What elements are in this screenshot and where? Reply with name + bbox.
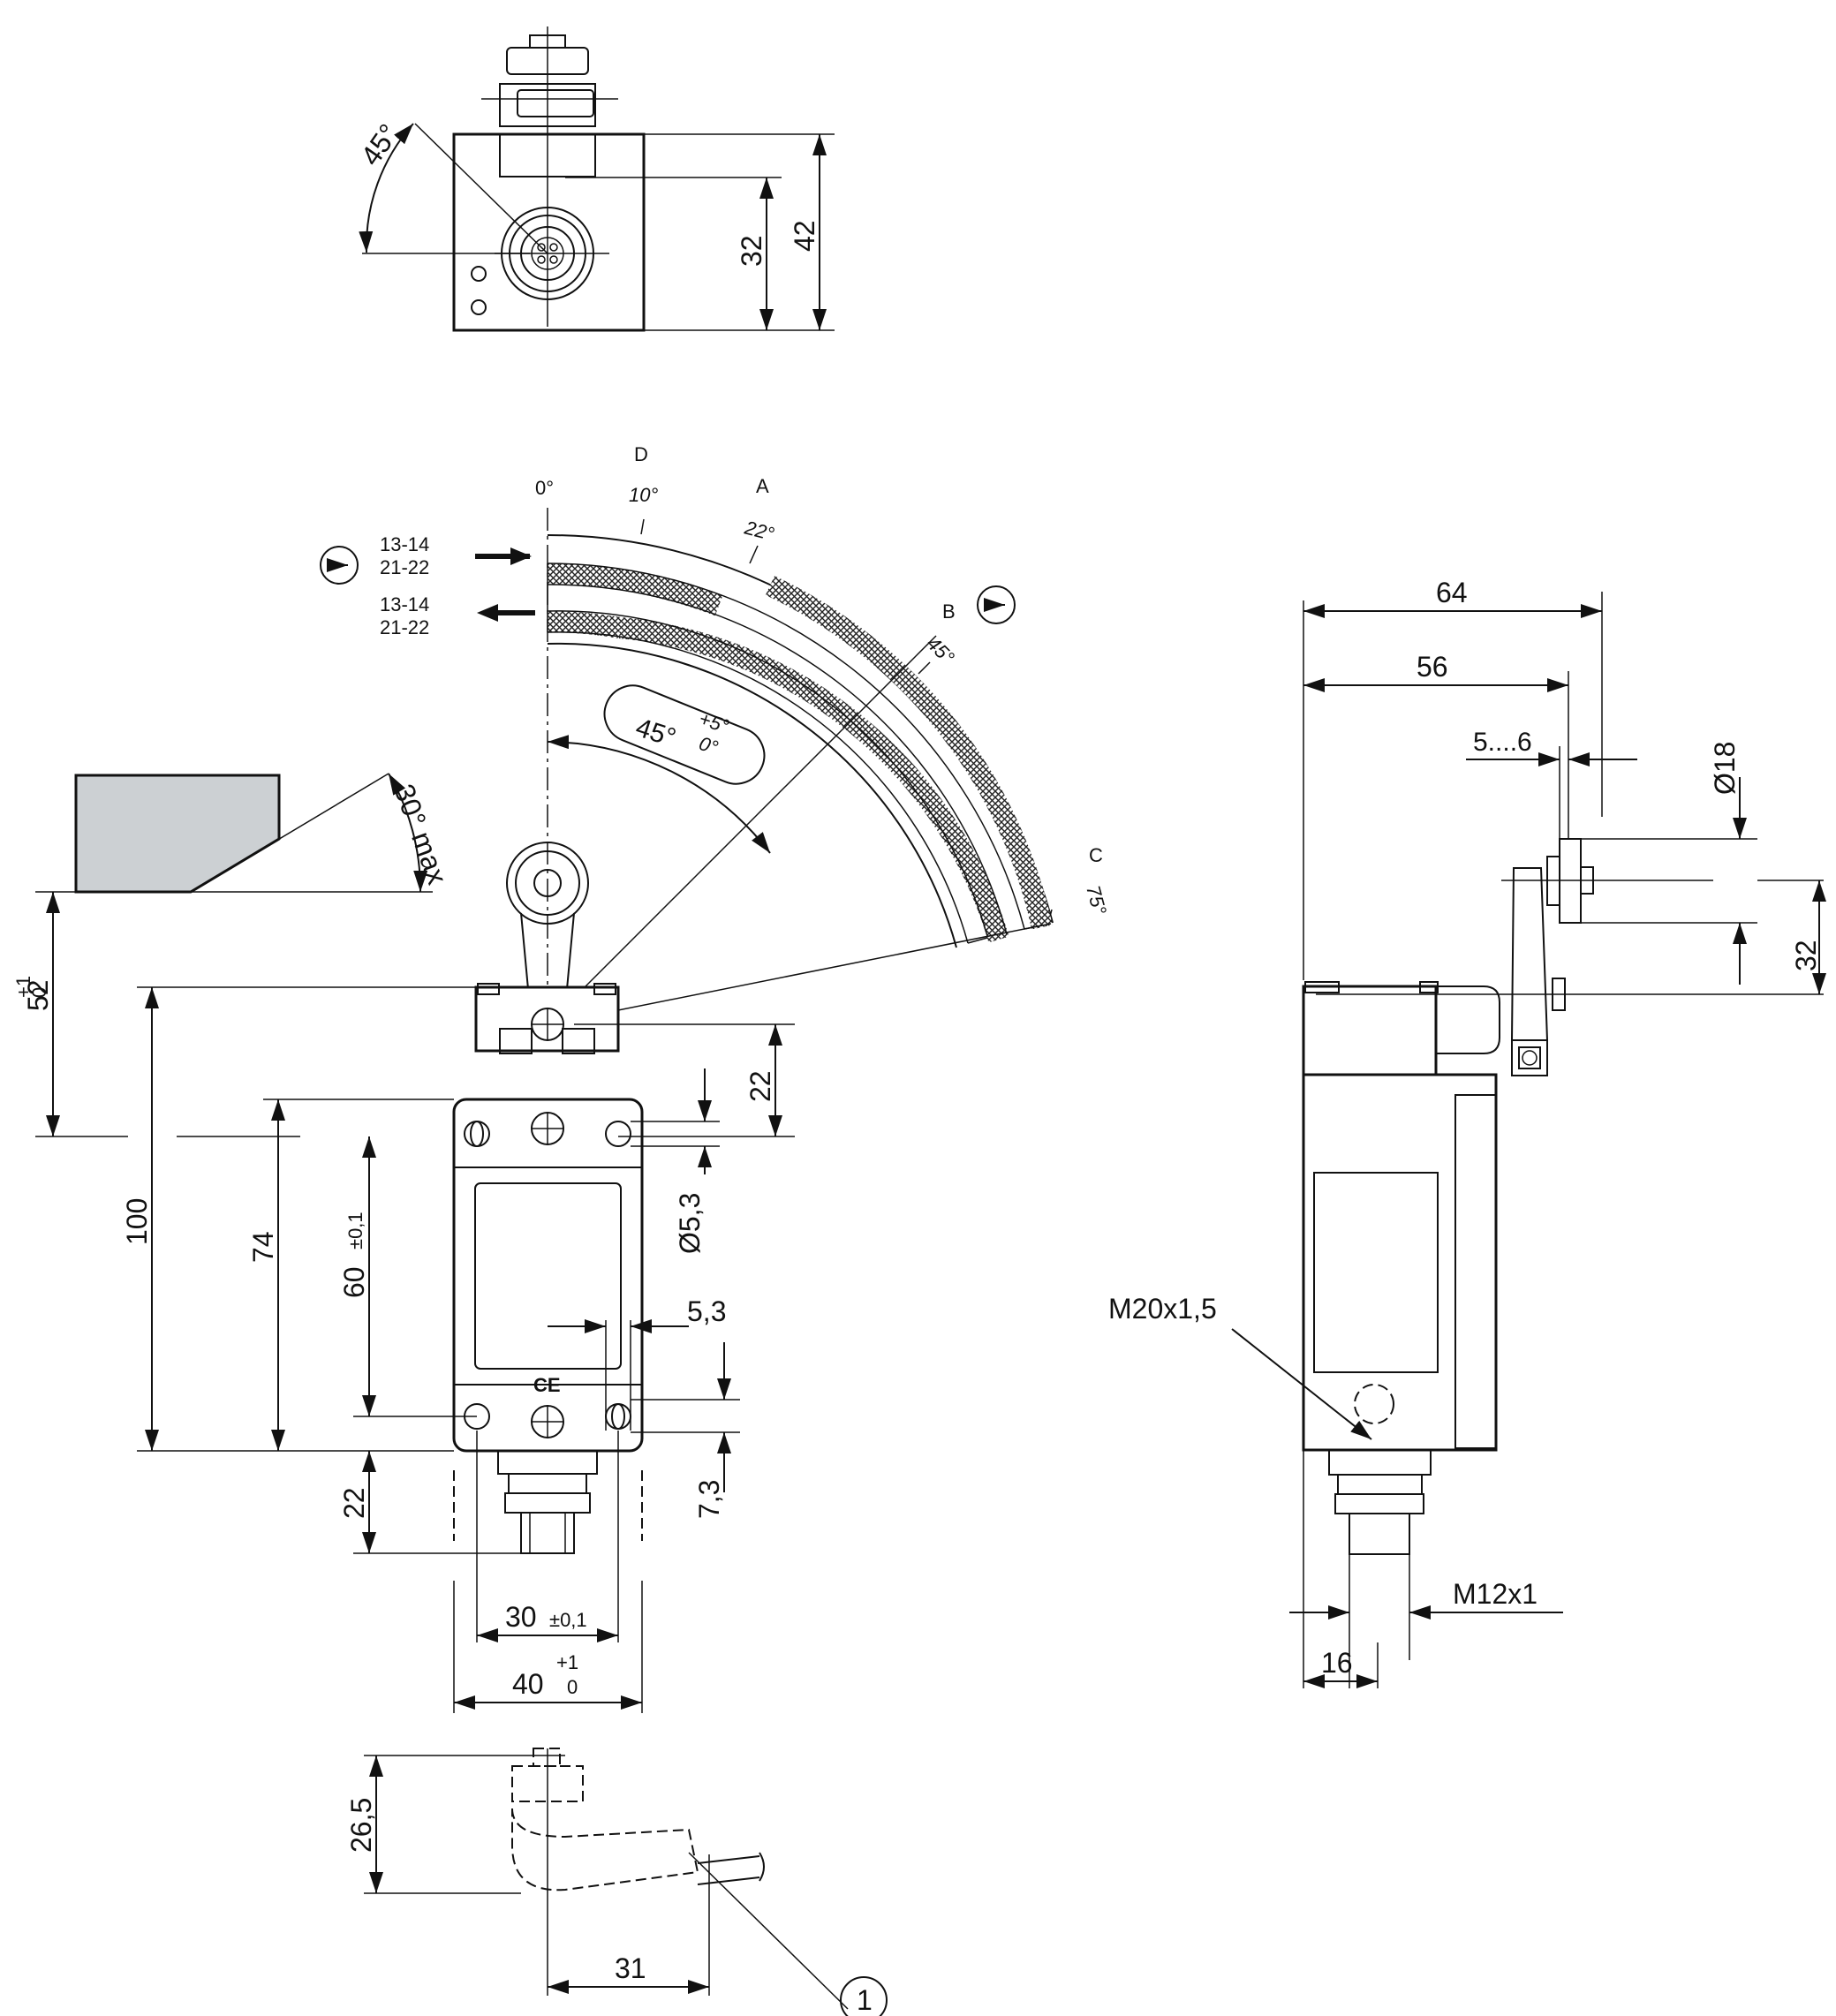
contacts-upper-1: 13-14	[380, 533, 429, 555]
contacts-lower-2: 21-22	[380, 616, 429, 638]
dim-40-tol-minus: 0	[567, 1676, 578, 1698]
pos-b-letter: B	[942, 600, 956, 623]
dim-30-tol: ±0,1	[549, 1609, 587, 1631]
dim-74: 74	[247, 1231, 279, 1263]
angle-22-label: 22°	[742, 516, 777, 545]
dim-52-tol-minus: 0	[28, 987, 50, 998]
pos-d-letter: D	[634, 443, 648, 465]
dim-7-3: 7,3	[693, 1480, 725, 1519]
dim-5-3: 5,3	[687, 1295, 726, 1327]
dim-26-5: 26,5	[345, 1798, 377, 1853]
connector-view: 26,5 31 1	[345, 1748, 888, 2016]
actuation-diagram: 0° D 10° A 22° B 45° C 75° 13-14	[44, 443, 1111, 1025]
dim-40-tol-plus: +1	[556, 1651, 578, 1673]
top-view: 45° 32 42	[354, 26, 835, 332]
dim-5-6: 5....6	[1473, 728, 1532, 757]
dim-16: 16	[1321, 1647, 1353, 1679]
contacts-lower-1: 13-14	[380, 593, 429, 615]
dim-60: 60	[338, 1266, 370, 1298]
callout-1: 1	[857, 1984, 873, 2016]
pos-a-letter: A	[756, 475, 769, 497]
contacts-upper-2: 21-22	[380, 556, 429, 578]
approach-angle: 30° max	[388, 780, 453, 888]
top-dim-32: 32	[736, 235, 767, 267]
thread-m12: M12x1	[1453, 1578, 1538, 1610]
dim-30: 30	[505, 1601, 537, 1633]
dim-18: Ø18	[1709, 742, 1741, 795]
side-dim-32: 32	[1790, 940, 1822, 971]
dim-31: 31	[615, 1952, 646, 1984]
top-dim-42: 42	[789, 220, 820, 252]
operating-angle-tol-minus: 0°	[696, 732, 721, 759]
dim-22-bottom: 22	[338, 1487, 370, 1519]
angle-45-label: 45°	[922, 632, 958, 668]
front-view: CE 52 +1 0 100 74 60 ±0,1 22	[12, 842, 795, 1713]
dim-52-tol-plus: +1	[12, 976, 34, 998]
angle-10-label: 10°	[629, 484, 658, 506]
dim-100: 100	[121, 1198, 153, 1245]
angle-0-label: 0°	[535, 477, 554, 499]
dim-60-tol: ±0,1	[344, 1212, 366, 1250]
dim-52: 52	[22, 979, 54, 1011]
dim-22-top: 22	[744, 1070, 776, 1102]
dim-40: 40	[512, 1668, 544, 1700]
svg-text:CE: CE	[533, 1374, 561, 1396]
operating-angle-tol-plus: +5°	[696, 707, 731, 737]
pos-c-letter: C	[1089, 844, 1103, 866]
dim-hole: Ø5,3	[674, 1193, 706, 1254]
dim-56: 56	[1417, 651, 1448, 683]
angle-75-label: 75°	[1082, 883, 1111, 917]
top-angle-label: 45°	[354, 118, 404, 171]
side-view: 64 56 5....6 Ø18 32 M20x1,5 M12x1 16	[1108, 577, 1826, 1688]
thread-m20: M20x1,5	[1108, 1293, 1217, 1325]
dim-64: 64	[1436, 577, 1468, 608]
